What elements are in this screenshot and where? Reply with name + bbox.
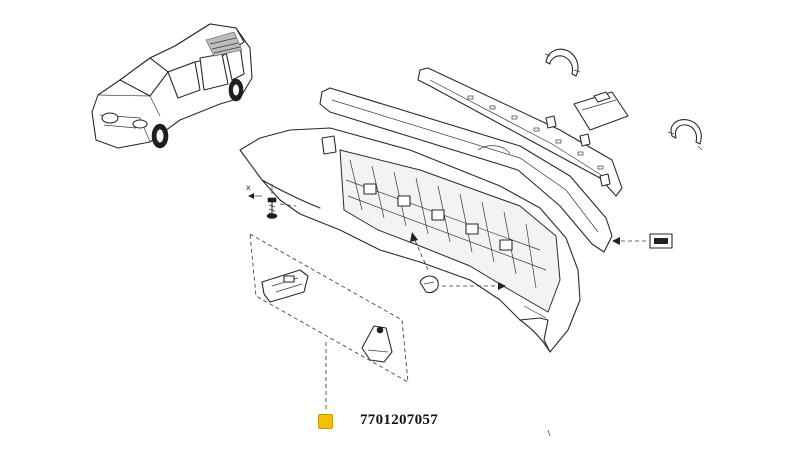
vehicle-thumbnail	[91, 23, 253, 149]
center-clip-callout	[410, 232, 506, 294]
dimension-label: x	[246, 183, 251, 192]
part-number-label: 7701207057	[360, 412, 438, 428]
upper-trim-strip	[417, 67, 623, 197]
rear-bumper	[239, 127, 581, 353]
mounting-plate	[573, 91, 629, 131]
retaining-clip-right	[667, 119, 703, 151]
small-clips	[545, 115, 611, 187]
fastener-callout-right	[612, 233, 673, 249]
screw-callout	[248, 184, 297, 219]
bracket-kit-outline	[249, 233, 409, 410]
tick-mark	[547, 429, 551, 437]
rear-spoiler-strip	[319, 87, 613, 253]
retaining-clip-top	[544, 48, 581, 77]
part-marker-badge[interactable]	[318, 414, 333, 429]
